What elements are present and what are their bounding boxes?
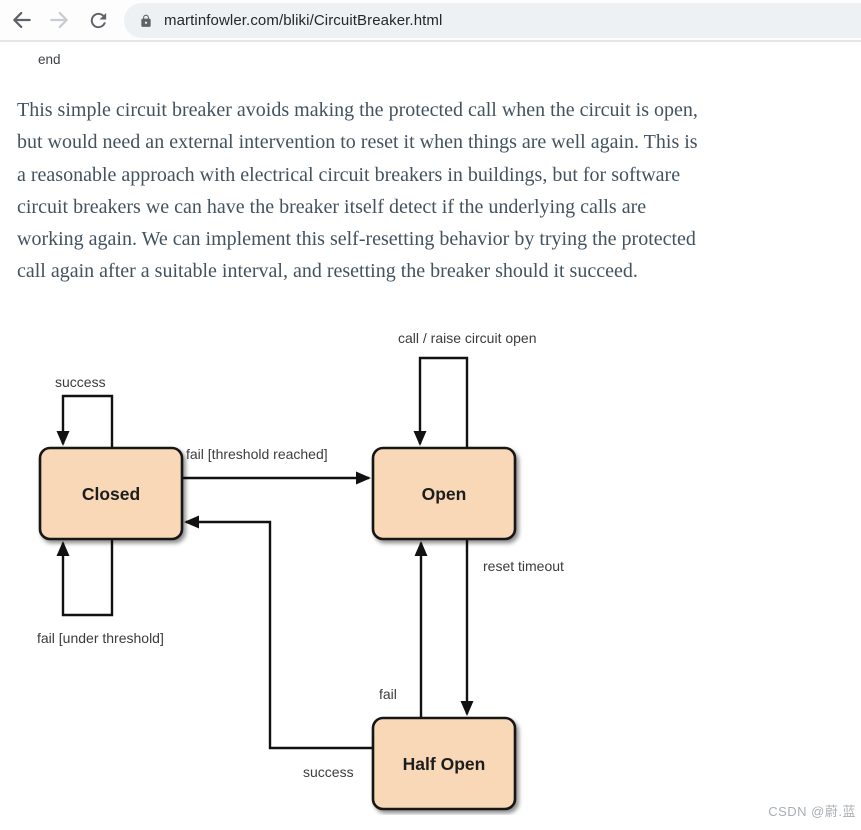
state-box-halfopen [371, 716, 517, 811]
paragraph-line: working again. We can implement this sel… [17, 228, 696, 251]
state-label-closed: Closed [82, 484, 140, 504]
circuit-breaker-state-diagram: Closed Open Half Open success fail [unde… [0, 325, 861, 815]
label-success-closed: success [55, 374, 106, 390]
back-arrow-icon [8, 7, 34, 33]
label-fail-threshold-reached: fail [threshold reached] [186, 446, 328, 462]
forward-arrow-icon [47, 7, 73, 33]
paragraph-line: call again after a suitable interval, an… [17, 260, 638, 283]
label-fail-under-threshold: fail [under threshold] [37, 630, 164, 646]
paragraph-line: This simple circuit breaker avoids makin… [17, 99, 698, 121]
address-bar[interactable]: martinfowler.com/bliki/CircuitBreaker.ht… [124, 3, 861, 38]
refresh-icon [87, 9, 113, 32]
refresh-button[interactable] [87, 7, 113, 33]
state-box-open [371, 446, 517, 541]
end-text: end [38, 52, 61, 67]
forward-button[interactable] [47, 7, 73, 33]
paragraph-line: circuit breakers we can have the breaker… [17, 195, 647, 218]
label-success-halfopen: success [303, 764, 354, 780]
watermark-text: CSDN @蔚.蓝 [768, 804, 856, 819]
browser-toolbar: martinfowler.com/bliki/CircuitBreaker.ht… [0, 0, 861, 42]
url-text[interactable]: martinfowler.com/bliki/CircuitBreaker.ht… [164, 12, 443, 29]
back-button[interactable] [8, 7, 34, 33]
article-paragraph: This simple circuit breaker avoids makin… [17, 94, 847, 288]
transition-halfopen-to-closed [184, 515, 373, 750]
transition-closed-fail-under-loop [56, 539, 114, 617]
label-call-raise-circuit-open: call / raise circuit open [398, 330, 537, 346]
label-reset-timeout: reset timeout [483, 558, 564, 574]
label-fail: fail [379, 686, 397, 702]
state-box-closed [38, 446, 184, 541]
transition-closed-success-loop [56, 394, 114, 448]
transition-open-call-loop [413, 356, 469, 448]
paragraph-line: but would need an external intervention … [17, 131, 698, 154]
lock-icon [139, 14, 153, 28]
state-label-halfopen: Half Open [403, 754, 486, 774]
paragraph-line: a reasonable approach with electrical ci… [17, 163, 681, 186]
state-label-open: Open [422, 484, 467, 504]
